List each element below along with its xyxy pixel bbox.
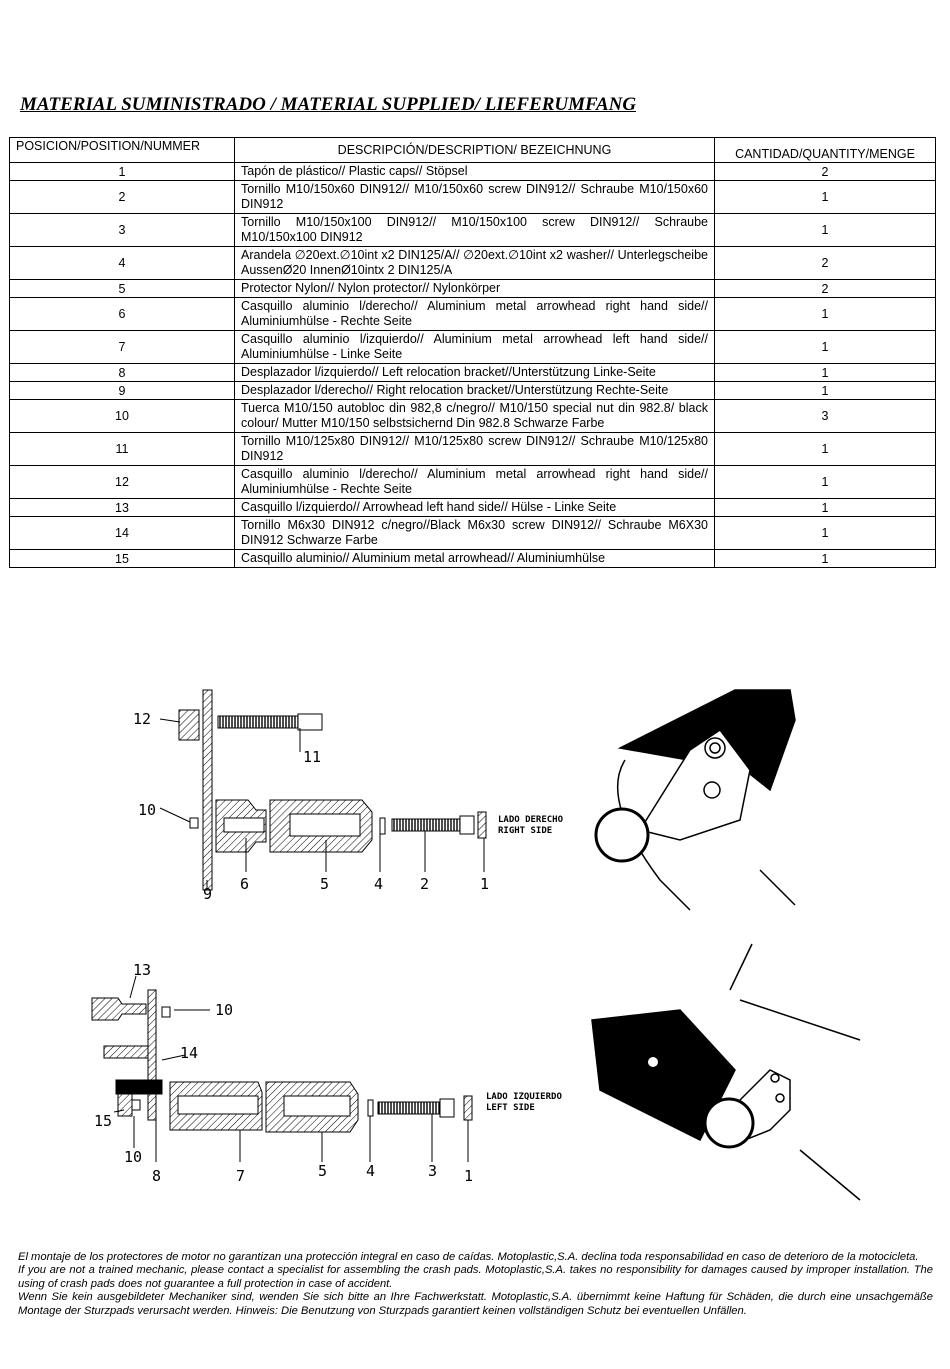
callout: 14	[180, 1044, 198, 1062]
callout: 5	[320, 875, 329, 893]
washer-4	[379, 817, 386, 835]
callout: 2	[420, 875, 429, 893]
table-header-row: POSICION/POSITION/NUMMER DESCRIPCIÓN/DES…	[9, 137, 936, 163]
bushing-13	[91, 997, 147, 1021]
disclaimer-de: Wenn Sie kein ausgebildeter Mechaniker s…	[18, 1291, 933, 1317]
row-quantity: 1	[714, 465, 936, 499]
parts-table: POSICION/POSITION/NUMMER DESCRIPCIÓN/DES…	[9, 137, 936, 568]
row-quantity: 1	[714, 549, 936, 568]
left-side-exploded-view: 13 10 14 15 10 8 7 5 4 3 1 LADO IZQUIERD…	[91, 961, 562, 1185]
row-quantity: 2	[714, 246, 936, 280]
cap-1	[477, 811, 487, 839]
row-quantity: 1	[714, 381, 936, 400]
callout: 13	[133, 961, 151, 979]
row-description: Tornillo M10/150x60 DIN912// M10/150x60 …	[234, 180, 715, 214]
callout: 10	[124, 1148, 142, 1166]
header-description: DESCRIPCIÓN/DESCRIPTION/ BEZEICHNUNG	[234, 137, 715, 163]
callout: 4	[374, 875, 383, 893]
row-description: Arandela ∅20ext.∅10int x2 DIN125/A// ∅20…	[234, 246, 715, 280]
callout: 10	[138, 801, 156, 819]
row-description: Tuerca M10/150 autobloc din 982,8 c/negr…	[234, 399, 715, 433]
nut-10b	[131, 1099, 141, 1111]
callout: 11	[303, 748, 321, 766]
row-description: Tornillo M10/150x100 DIN912// M10/150x10…	[234, 213, 715, 247]
left-side-bike-illustration	[591, 943, 861, 1201]
screw-3-head	[439, 1098, 455, 1118]
row-position: 4	[9, 246, 235, 280]
row-description: Tapón de plástico// Plastic caps// Stöps…	[234, 162, 715, 181]
row-description: Casquillo aluminio l/derecho// Aluminium…	[234, 297, 715, 331]
side-label: LADO DERECHO	[498, 815, 564, 825]
screw-2-thread	[391, 818, 461, 832]
screw-11-thread	[217, 715, 299, 729]
callout: 1	[480, 875, 489, 893]
row-description: Casquillo l/izquierdo// Arrowhead left h…	[234, 498, 715, 517]
cap-1	[463, 1095, 473, 1121]
nut-10	[189, 817, 199, 829]
side-label: LADO IZQUIERDO	[486, 1092, 562, 1102]
side-label: RIGHT SIDE	[498, 826, 552, 836]
screw-3-thread	[377, 1101, 441, 1115]
row-description: Casquillo aluminio l/derecho// Aluminium…	[234, 465, 715, 499]
callout: 7	[236, 1167, 245, 1185]
nut-10	[161, 1006, 171, 1018]
header-position: POSICION/POSITION/NUMMER	[9, 137, 235, 163]
washer-4	[367, 1099, 374, 1117]
screw-2-head	[459, 815, 475, 835]
row-description: Tornillo M10/125x80 DIN912// M10/125x80 …	[234, 432, 715, 466]
row-quantity: 1	[714, 180, 936, 214]
screw-11-head	[297, 713, 323, 731]
row-position: 7	[9, 330, 235, 364]
bracket-9	[202, 689, 213, 891]
header-quantity: CANTIDAD/QUANTITY/MENGE	[714, 137, 936, 163]
bushing-15	[117, 1093, 133, 1117]
bushing-12	[178, 709, 200, 741]
disclaimer-es: El montaje de los protectores de motor n…	[18, 1251, 919, 1263]
row-position: 3	[9, 213, 235, 247]
row-description: Casquillo aluminio// Aluminium metal arr…	[234, 549, 715, 568]
row-quantity: 1	[714, 432, 936, 466]
row-position: 10	[9, 399, 235, 433]
row-position: 14	[9, 516, 235, 550]
callout: 6	[240, 875, 249, 893]
callout: 12	[133, 710, 151, 728]
callout: 4	[366, 1162, 375, 1180]
callout: 10	[215, 1001, 233, 1019]
row-description: Desplazador l/derecho// Right relocation…	[234, 381, 715, 400]
row-quantity: 1	[714, 516, 936, 550]
right-side-bike-illustration	[594, 689, 796, 911]
screw-14	[115, 1079, 163, 1095]
disclaimer-en: If you are not a trained mechanic, pleas…	[18, 1264, 933, 1290]
row-position: 15	[9, 549, 235, 568]
callout: 3	[428, 1162, 437, 1180]
callout: 1	[464, 1167, 473, 1185]
right-side-exploded-view: 12 11 10 9 6 5 4 2 1 LADO DERECHO RIGHT …	[133, 689, 564, 903]
callout: 9	[203, 885, 212, 903]
row-position: 6	[9, 297, 235, 331]
disclaimer: El montaje de los protectores de motor n…	[18, 1251, 933, 1318]
callout: 15	[94, 1112, 112, 1130]
bracket-8	[147, 989, 157, 1121]
callout: 5	[318, 1162, 327, 1180]
row-position: 2	[9, 180, 235, 214]
side-label: LEFT SIDE	[486, 1103, 535, 1113]
callout: 8	[152, 1167, 161, 1185]
page-title: MATERIAL SUMINISTRADO / MATERIAL SUPPLIE…	[20, 94, 637, 115]
